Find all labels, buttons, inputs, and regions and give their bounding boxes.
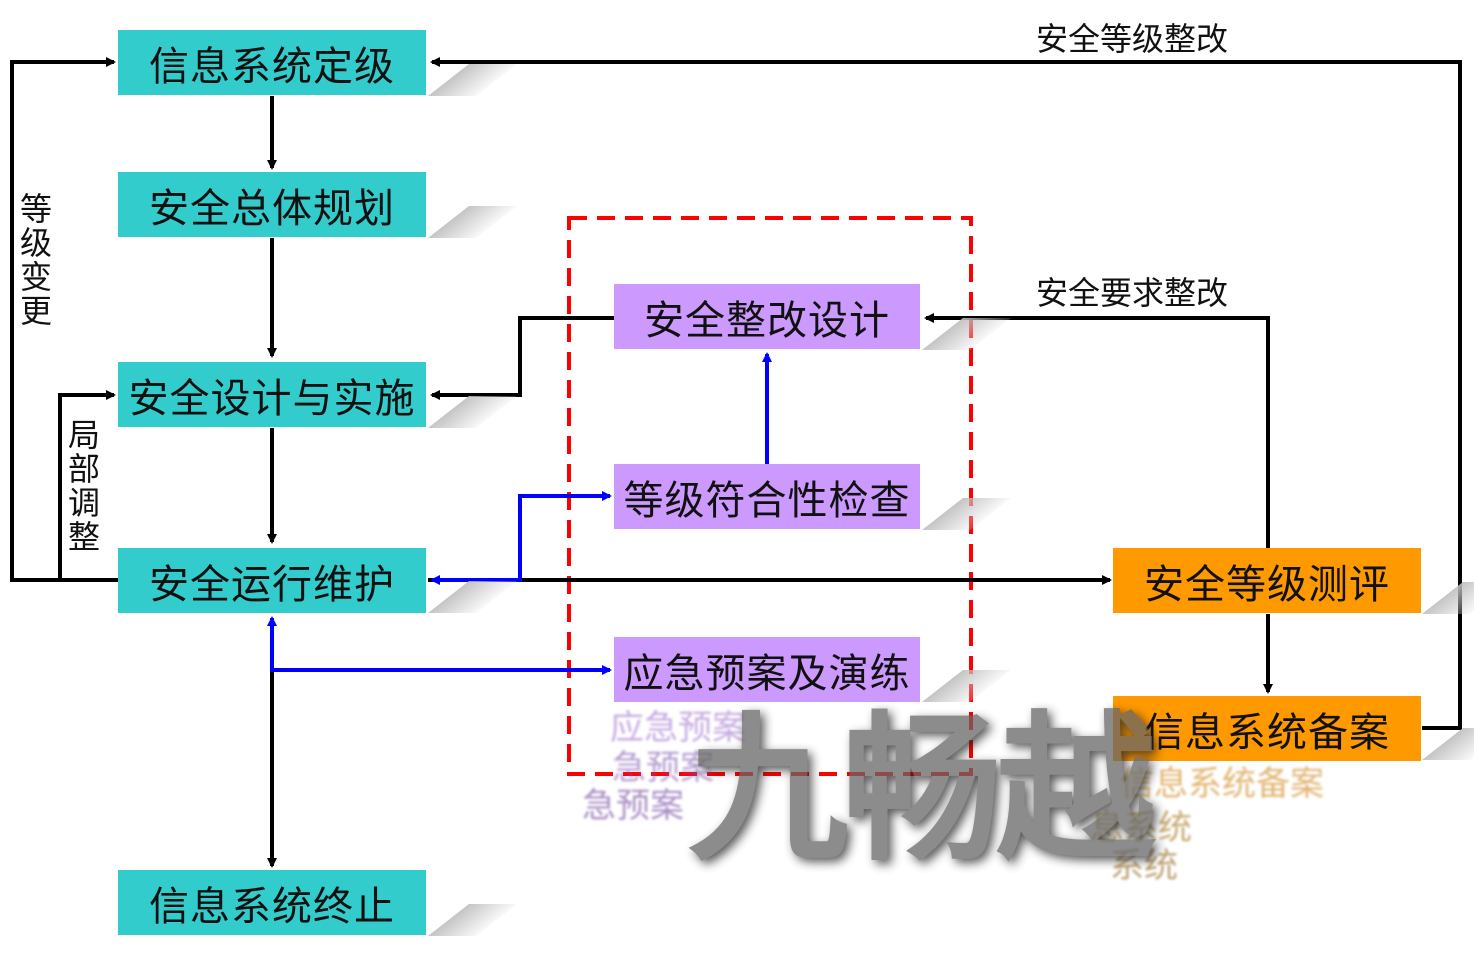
- node-planning: 安全总体规划: [118, 172, 426, 237]
- node-emergency: 应急预案及演练: [614, 637, 920, 702]
- watermark-ghost-text: 信息系统备案: [1120, 764, 1324, 804]
- label-requirement-rectify: 安全要求整改: [1036, 274, 1229, 312]
- label-level-rectify: 安全等级整改: [1036, 20, 1229, 58]
- arrow-local-adjust-loop: [58, 390, 118, 582]
- watermark-ghost-text: 息系统: [1090, 808, 1192, 848]
- arrow-operation-check: [432, 491, 612, 582]
- arrow-level-rectify: [430, 57, 1462, 730]
- node-filing: 信息系统备案: [1113, 696, 1421, 761]
- node-design: 安全设计与实施: [118, 362, 426, 427]
- watermark-ghost-text: 急预案: [612, 748, 714, 788]
- node-operation: 安全运行维护: [118, 548, 426, 613]
- label-local-adjust: 局部调整: [67, 416, 100, 556]
- label-level-change: 等级变更: [19, 190, 52, 330]
- arrow-operation-emergency: [270, 665, 612, 675]
- node-rectify-design: 安全整改设计: [614, 284, 920, 349]
- node-assessment: 安全等级测评: [1113, 548, 1421, 613]
- watermark-ghost-text: 应急预案: [610, 708, 746, 748]
- watermark-ghost-text: 急预案: [582, 786, 684, 826]
- arrow-rectify-to-design: [430, 316, 614, 400]
- node-compliance-check: 等级符合性检查: [614, 464, 920, 529]
- arrow-requirement-rectify: [924, 313, 1270, 548]
- watermark-text: 九畅越: [688, 696, 1156, 883]
- node-classify: 信息系统定级: [118, 30, 426, 95]
- node-terminate: 信息系统终止: [118, 870, 426, 935]
- watermark-ghost-text: 系统: [1110, 846, 1178, 886]
